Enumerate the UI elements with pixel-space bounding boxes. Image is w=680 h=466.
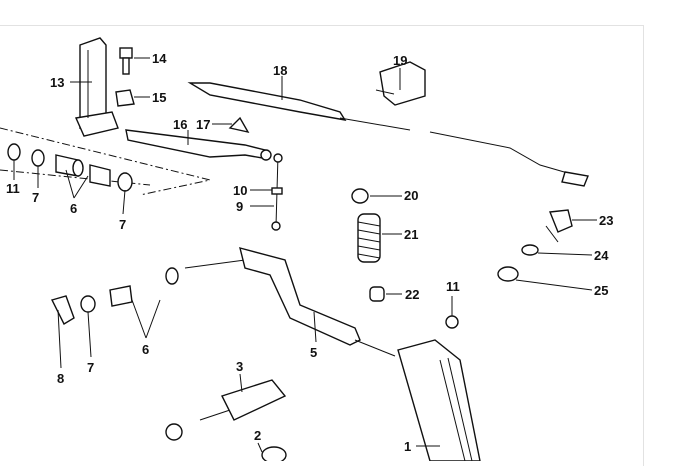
clip-part-8 [50, 295, 75, 325]
part-label: 16 [173, 117, 187, 132]
part-label: 20 [404, 188, 418, 203]
part-label: 7 [32, 190, 39, 205]
part-label: 10 [233, 183, 247, 198]
leader-lines [13, 57, 597, 453]
pedal-part-1 [397, 339, 481, 461]
part-label: 23 [599, 213, 613, 228]
bolt-part-14 [119, 47, 133, 75]
part-22 [369, 286, 385, 302]
part-label: 7 [119, 217, 126, 232]
part-3 [165, 379, 287, 441]
part-20 [351, 188, 369, 204]
shaft-part-16 [125, 129, 272, 161]
bushings-left [7, 143, 133, 192]
spring-part-21 [357, 213, 381, 263]
part-label: 9 [236, 199, 243, 214]
clip-part-11 [445, 315, 459, 329]
bolt-part-23 [545, 209, 573, 243]
part-label: 8 [57, 371, 64, 386]
part-label: 7 [87, 360, 94, 375]
part-label: 2 [254, 428, 261, 443]
part-label: 6 [70, 201, 77, 216]
cable-part-18 [187, 82, 589, 187]
part-label: 3 [236, 359, 243, 374]
part-label: 18 [273, 63, 287, 78]
part-label: 21 [404, 227, 418, 242]
clip-part-17 [228, 116, 250, 134]
part-label: 6 [142, 342, 149, 357]
nut-part-15 [115, 89, 135, 107]
part-2 [261, 446, 287, 461]
part-label: 11 [6, 181, 20, 196]
part-label: 22 [405, 287, 419, 302]
washer-part-24 [521, 244, 539, 256]
part-label: 14 [152, 51, 167, 66]
bushings-part-6 [80, 267, 179, 313]
part-label: 25 [594, 283, 608, 298]
part-label: 24 [594, 248, 609, 263]
part-label: 19 [393, 53, 407, 68]
part-number-labels: 14 13 15 18 19 16 17 11 7 6 7 10 9 20 21… [6, 51, 613, 454]
part-label: 11 [446, 279, 460, 294]
part-label: 13 [50, 75, 64, 90]
part-label: 1 [404, 439, 411, 454]
lever-part-5 [184, 247, 396, 357]
diagram-frame [0, 25, 644, 466]
part-19 [375, 61, 426, 106]
part-label: 15 [152, 90, 166, 105]
bracket-part-13 [74, 37, 119, 137]
nut-part-25 [497, 266, 519, 282]
part-label: 17 [196, 117, 210, 132]
rod-parts-9-10 [271, 153, 283, 231]
part-label: 5 [310, 345, 317, 360]
